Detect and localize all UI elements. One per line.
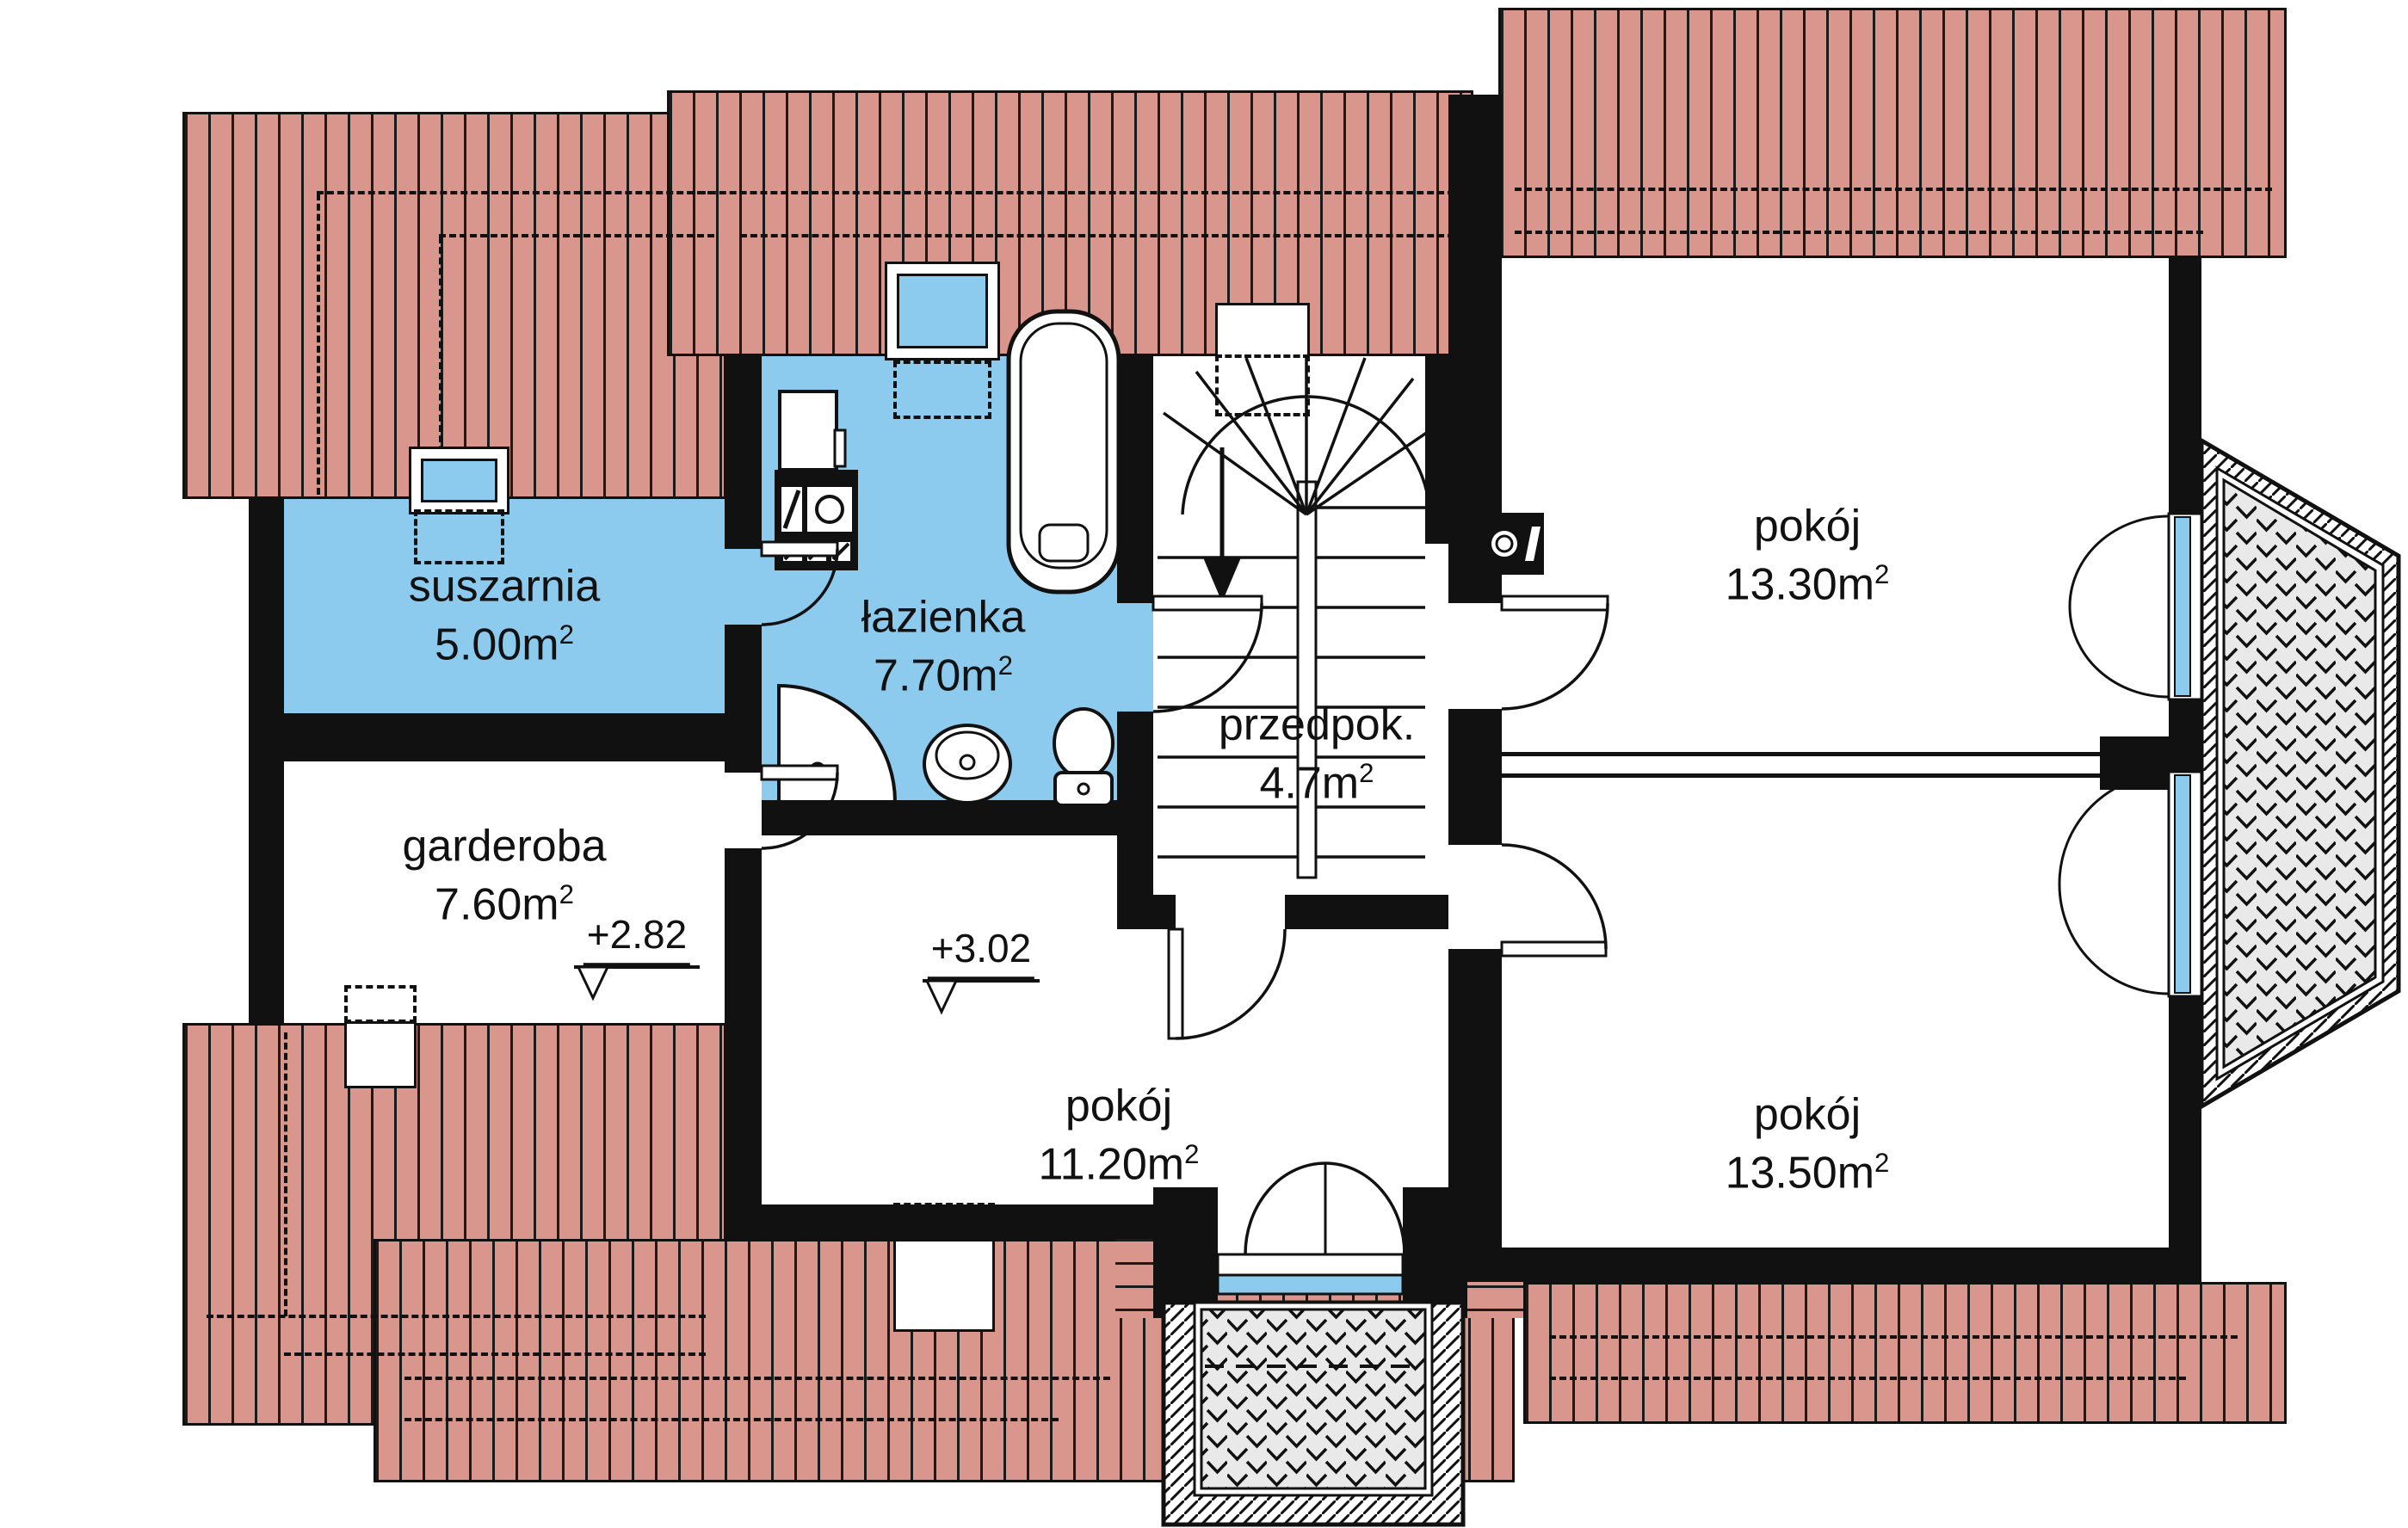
- room-area: 4.7m2: [1259, 757, 1374, 808]
- room-suszarnia: [284, 499, 725, 713]
- door-lazienka-przedpok: [1152, 595, 1263, 713]
- room-name: garderoba: [402, 821, 607, 872]
- eave-dash-line: [688, 191, 1454, 194]
- eave-dash-line: [1515, 231, 2203, 234]
- wall-lazienka-east-a: [1117, 356, 1153, 603]
- wall-west-block-east-b: [725, 625, 762, 773]
- eave-dash-line: [1549, 1377, 2186, 1380]
- level-label-2-82: +2.82: [583, 909, 691, 967]
- level-marker-3-02: [923, 979, 1040, 1015]
- hip-dash-line: [317, 194, 320, 495]
- washbasin-icon: [923, 724, 1012, 804]
- dormer-garderoba-frame: [344, 1021, 417, 1088]
- chimney-flue-icon: [1473, 513, 1544, 575]
- room-pokoj-11-20-east: [1153, 929, 1448, 1205]
- window-pokoj-13-30: [2068, 512, 2203, 701]
- level-label-3-02: +3.02: [927, 923, 1035, 981]
- pier-balcony-right: [1403, 1187, 1467, 1318]
- bathtub-icon: [1006, 309, 1121, 595]
- roof-window-stairs-hidden: [1215, 354, 1310, 416]
- room-label-lazienka: łazienka 7.70m2: [861, 588, 1026, 705]
- level-marker-2-82: [574, 965, 700, 1001]
- dormer-lazienka-glass: [897, 274, 988, 348]
- room-pokoj-13-50: [1502, 774, 2169, 1248]
- wall-west-block-east-a: [725, 356, 762, 549]
- room-label-przedpok: przedpok. 4.7m2: [1219, 696, 1415, 812]
- eave-dash-line: [439, 234, 714, 237]
- room-area: 5.00m2: [435, 619, 574, 669]
- wall-pokoj-13-50-south: [1502, 1248, 2201, 1282]
- doorway-suszarnia-lazienka: [725, 549, 762, 625]
- roof-top-left: [182, 112, 726, 499]
- room-name: suszarnia: [408, 561, 601, 612]
- eave-dash-line: [404, 1418, 1059, 1421]
- pier-balcony-left: [1153, 1187, 1218, 1318]
- door-przedpok-pokoj-11-20: [1167, 927, 1287, 1040]
- eave-dash-line: [284, 1352, 706, 1356]
- hip-dash-line: [439, 237, 442, 495]
- dormer-suszarnia-glass: [421, 459, 497, 502]
- dormer-suszarnia-hidden: [414, 509, 504, 564]
- wall-partition-pokoje: [1502, 752, 2100, 778]
- room-label-pokoj-11-20: pokój 11.20m2: [1039, 1077, 1200, 1193]
- eave-dash-line: [207, 1315, 706, 1318]
- room-label-suszarnia: suszarnia 5.00m2: [409, 558, 601, 674]
- window-pokoj-13-50: [2058, 770, 2203, 998]
- eave-dash-line: [1549, 1335, 2238, 1339]
- door-suszarnia-lazienka: [760, 540, 839, 626]
- room-label-garderoba: garderoba 7.60m2: [402, 817, 606, 933]
- wall-west-block-east-c: [725, 848, 762, 1239]
- room-pokoj-11-20: [762, 835, 1153, 1205]
- door-przedpok-pokoj-13-50: [1500, 843, 1608, 958]
- wall-przedpok-south-b: [1285, 895, 1448, 929]
- dormer-pokoj-11-20-frame: [893, 1239, 995, 1332]
- wall-suszarnia-garderoba: [284, 713, 725, 761]
- toilet-icon: [1053, 707, 1114, 807]
- eave-dash-line: [317, 191, 714, 194]
- room-pokoj-13-30: [1502, 258, 2169, 757]
- wall-right-exterior-c: [2169, 996, 2201, 1282]
- room-name: pokój: [1065, 1081, 1173, 1131]
- roof-bottom-right: [1523, 1282, 2287, 1424]
- eave-dash-line: [740, 234, 1454, 237]
- room-area: 13.50m2: [1725, 1147, 1890, 1198]
- room-label-pokoj-13-50: pokój 13.50m2: [1726, 1086, 1890, 1202]
- room-area: 7.70m2: [874, 650, 1013, 700]
- room-area: 13.30m2: [1725, 558, 1890, 609]
- dormer-lazienka-hidden: [893, 360, 991, 419]
- french-door-balcony: [1216, 1161, 1406, 1296]
- wall-pokoj-11-20-south: [725, 1205, 1158, 1239]
- wall-przedpok-south-a: [1153, 895, 1176, 929]
- wall-right-exterior-b: [2169, 699, 2201, 772]
- wall-hall-east-b: [1448, 709, 1502, 845]
- hip-dash-line: [284, 1032, 287, 1316]
- room-area: 11.20m2: [1038, 1138, 1200, 1189]
- room-name: pokój: [1753, 1089, 1862, 1140]
- roof-top-center: [667, 90, 1473, 356]
- wall-partition-end: [2100, 736, 2181, 790]
- balcony-bottom: [1161, 1300, 1466, 1527]
- door-garderoba: [760, 764, 839, 850]
- room-name: pokój: [1753, 501, 1862, 551]
- roof-top-right: [1498, 8, 2287, 258]
- wall-stairs-side: [1425, 356, 1448, 544]
- balcony-right: [2199, 436, 2401, 1111]
- room-name: przedpok.: [1218, 699, 1416, 750]
- door-przedpok-pokoj-13-30: [1500, 595, 1609, 711]
- room-label-pokoj-13-30: pokój 13.30m2: [1726, 497, 1890, 613]
- room-area: 7.60m2: [435, 878, 574, 929]
- eave-dash-line: [404, 1377, 1110, 1380]
- washing-machine-icon: [778, 390, 847, 471]
- wall-right-exterior-a: [2169, 258, 2201, 514]
- wall-left-exterior: [249, 499, 284, 1023]
- eave-dash-line: [1515, 188, 2272, 191]
- doorway-lazienka-przedpok: [1117, 603, 1153, 712]
- room-garderoba: [284, 761, 725, 1023]
- room-name: łazienka: [861, 592, 1026, 643]
- stairs-down-arrow-icon: [1203, 558, 1241, 602]
